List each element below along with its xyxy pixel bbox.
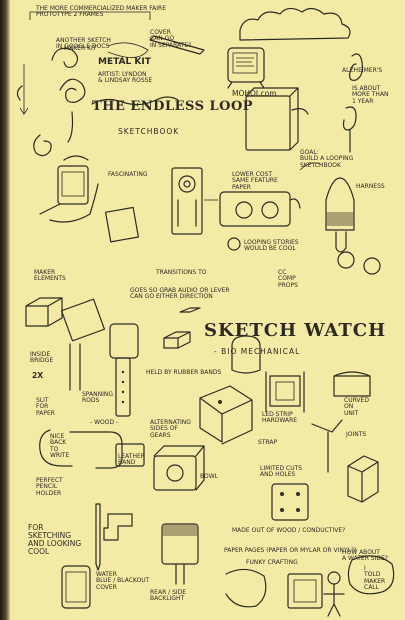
joints-label: JOINTS xyxy=(346,431,367,438)
phone-sketch xyxy=(61,565,91,609)
camera-sketch xyxy=(57,165,89,205)
loop-mechanism-sketch xyxy=(219,191,291,227)
bio-mechanical-subtitle: - BIO MECHANICAL xyxy=(214,347,301,356)
spanning-rods-note: SPANNING RODS xyxy=(82,391,114,405)
pencil-sketch xyxy=(149,35,205,55)
strap-label: STRAP xyxy=(258,439,278,446)
spiral-doodle xyxy=(59,78,86,103)
funky-crafting-note: FUNKY CRAFTING xyxy=(246,559,298,566)
lower-cost-note: LOWER COST SAME FEATURE PAPER xyxy=(232,171,278,191)
mohoi-url: MOHOI.com xyxy=(232,89,277,98)
artist-credit: ARTIST: LYNDON & LINDSAY ROSSE xyxy=(98,71,153,85)
sketch-watch-title: SKETCH WATCH xyxy=(204,320,387,341)
rubber-bands-note: HELD BY RUBBER BANDS xyxy=(146,369,222,376)
watch-sketch xyxy=(109,323,139,359)
frame-sketch xyxy=(287,573,323,609)
limited-cuts-note: LIMITED CUTS AND HOLES xyxy=(260,465,303,479)
pencil-holder-note: PERFECT PENCIL HOLDER xyxy=(36,477,63,497)
camera-device-sketch xyxy=(153,455,197,491)
sketching-cool-note: FOR SKETCHING AND LOOKING COOL xyxy=(28,523,82,556)
lightbulb-icon xyxy=(227,237,241,251)
harness-label: HARNESS xyxy=(356,183,385,190)
metal-kit-label: METAL KIT xyxy=(98,57,151,67)
led-strip-note: LED STRIP HARDWARE xyxy=(262,411,298,425)
alternating-note: ALTERNATING SIDES OF GEARS xyxy=(150,419,191,439)
wood-label: - WOOD - xyxy=(90,419,119,426)
transitions-note: TRANSITIONS TO xyxy=(156,269,207,276)
made-wood-note: MADE OUT OF WOOD / CONDUCTIVE? xyxy=(232,527,346,534)
paper-pages-note: PAPER PAGES (PAPER OR MYLAR OR VINYL?) xyxy=(224,547,357,554)
cover-note: COVER CAN GO IN SEPARATE? xyxy=(150,29,192,49)
comp-props-note: CC COMP PROPS xyxy=(278,269,298,289)
bowl-label: BOWL xyxy=(200,473,219,480)
maker-elements-label: MAKER ELEMENTS xyxy=(34,269,66,283)
blocks-sketch xyxy=(103,513,133,541)
stick-figure-sketch xyxy=(327,571,341,585)
dotted-square-sketch xyxy=(271,483,309,521)
scroll-sketch xyxy=(171,167,203,235)
bullet-sketch xyxy=(325,177,355,231)
goes-grab-note: GOES SO GRAB AUDIO OR LEVER CAN GO EITHE… xyxy=(130,287,230,301)
earbud-sketch xyxy=(349,53,363,81)
speech-bubble-text: I TOLD MAKER CALL xyxy=(364,565,386,591)
inside-bridge-note: INSIDE BRIDGE xyxy=(30,351,54,365)
two-x-label: 2X xyxy=(32,371,44,380)
title-sketchbook: SKETCHBOOK xyxy=(118,127,180,136)
curved-note: CURVED ON UNIT xyxy=(344,397,369,417)
rear-backlight-note: REAR / SIDE BACKLIGHT xyxy=(150,589,187,603)
cube-sketch xyxy=(269,375,301,407)
cloud-doodle xyxy=(239,7,351,41)
frame-box-sketch xyxy=(25,297,63,327)
notebook-binding xyxy=(0,0,10,620)
tilted-box-sketch xyxy=(199,385,253,445)
looping-stories-note: LOOPING STORIES WOULD BE COOL xyxy=(244,239,299,253)
another-sketch-note: ANOTHER SKETCH IN GOOGLE DOCS xyxy=(56,37,111,51)
title-endless-loop: THE ENDLESS LOOP xyxy=(92,99,254,114)
tv-sketch xyxy=(227,47,265,83)
header-note: THE MORE COMMERCIALIZED MAKER FAIRE PROT… xyxy=(36,5,166,19)
nice-back-note: NICE BACK TO WRITE xyxy=(50,433,70,459)
fascinating-note: FASCINATING xyxy=(108,171,148,178)
leather-band-note: LEATHER BAND xyxy=(118,453,145,467)
sketchbook-box-sketch xyxy=(245,95,291,151)
gear-icon xyxy=(363,257,381,275)
slit-paper-note: SLIT FOR PAPER xyxy=(36,397,55,417)
alzheimers-note: ALZHEIMER'S xyxy=(342,67,383,74)
water-cover-note: WATER BLUE / BLACKOUT COVER xyxy=(96,571,150,591)
goal-note: GOAL: BUILD A LOOPING SKETCHBOOK xyxy=(300,149,354,169)
maker-kit-label: MAKER KIT xyxy=(64,45,97,52)
alzheimers-note-2: IS ABOUT MORE THAN 1 YEAR xyxy=(352,85,389,105)
speech-bubble xyxy=(347,555,395,595)
how-about-note: HOW ABOUT A WATER SIDE? xyxy=(342,549,388,563)
